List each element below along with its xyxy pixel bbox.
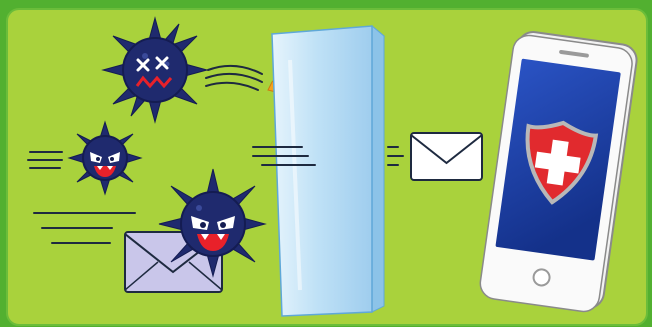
smartphone-icon <box>479 31 638 313</box>
speed-lines-small-virus <box>27 151 63 169</box>
speed-lines-large-virus <box>33 212 136 244</box>
shield-cross-icon <box>525 120 599 205</box>
firewall-glass-icon <box>270 24 386 317</box>
phone-home-button <box>532 268 551 287</box>
virus-dizzy-icon <box>101 16 209 124</box>
envelope-clean-icon <box>410 132 483 181</box>
speed-lines-envelope <box>387 146 404 166</box>
virus-small-icon <box>67 120 143 196</box>
speed-lines-glass <box>252 146 316 166</box>
bounce-lines <box>205 64 263 91</box>
virus-large-icon <box>158 168 267 278</box>
